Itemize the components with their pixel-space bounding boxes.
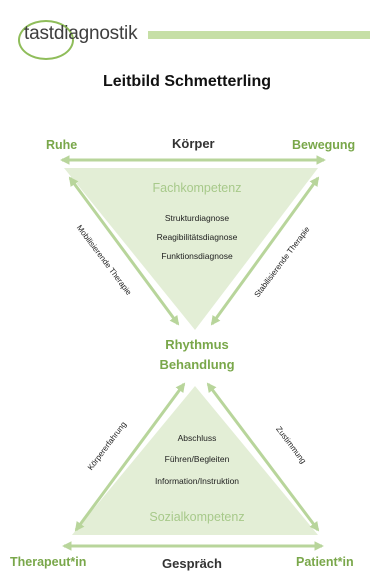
label-ruhe: Ruhe: [46, 138, 78, 152]
label-bewegung: Bewegung: [292, 138, 356, 152]
item-funktionsdiagnose: Funktionsdiagnose: [161, 251, 233, 261]
item-reagibilitaetsdiagnose: Reagibilitätsdiagnose: [156, 232, 238, 242]
label-rhythmus: Rhythmus: [165, 337, 229, 352]
label-therapeut: Therapeut*in: [10, 555, 87, 569]
item-strukturdiagnose: Strukturdiagnose: [164, 213, 230, 223]
label-fachkompetenz: Fachkompetenz: [152, 181, 242, 195]
label-koerper: Körper: [172, 136, 215, 151]
logo-text: tastdiagnostik: [24, 23, 138, 44]
item-fuehren-begleiten: Führen/Begleiten: [164, 454, 230, 464]
arrow-mobilisierend: [68, 176, 180, 326]
item-information-instruktion: Information/Instruktion: [154, 476, 240, 486]
arrow-zustimmung: [206, 382, 320, 532]
label-sozialkompetenz: Sozialkompetenz: [149, 510, 245, 524]
label-gespraech: Gespräch: [162, 556, 222, 571]
label-behandlung: Behandlung: [159, 357, 235, 372]
logo-bar: [148, 31, 370, 39]
label-patient: Patient*in: [296, 555, 354, 569]
logo-ring: [18, 20, 74, 60]
arrow-stabilisierend: [210, 176, 320, 326]
diagram-title: Leitbild Schmetterling: [102, 73, 271, 90]
arrow-koerpererfahrung: [74, 382, 186, 532]
item-abschluss: Abschluss: [177, 433, 217, 443]
